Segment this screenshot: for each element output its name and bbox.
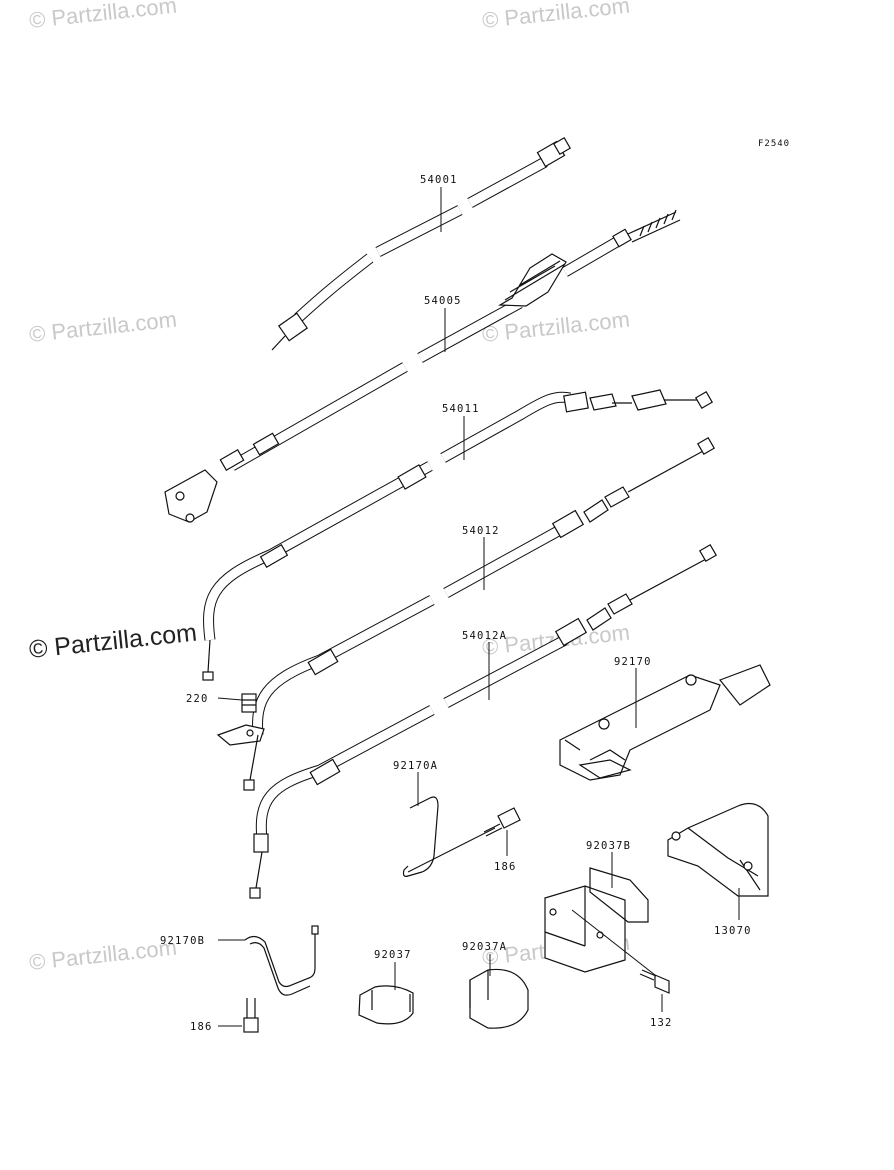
label-92037B[interactable]: 92037B: [586, 840, 631, 852]
watermark-top-right: © Partzilla.com: [481, 0, 631, 33]
speedometer-cable-54001[interactable]: [271, 136, 572, 351]
plate-13070[interactable]: [667, 803, 769, 897]
clamp-92170A[interactable]: [402, 796, 439, 877]
bolt-186-lower[interactable]: [243, 998, 259, 1033]
bracket-92170[interactable]: [559, 664, 771, 781]
watermark-highlight: © Partzilla.com: [28, 619, 198, 664]
bracket-92037B[interactable]: [544, 867, 649, 973]
label-54011[interactable]: 54011: [442, 403, 480, 415]
clutch-cable-54011[interactable]: [202, 389, 714, 681]
label-54012A[interactable]: 54012A: [462, 630, 507, 642]
cushion-92037A[interactable]: [469, 968, 529, 1029]
label-186-upper[interactable]: 186: [494, 861, 517, 873]
label-186-lower[interactable]: 186: [190, 1021, 213, 1033]
label-92037A[interactable]: 92037A: [462, 941, 507, 953]
figure-ref: F2540: [758, 139, 790, 149]
throttle-cable-54012A[interactable]: [249, 543, 718, 899]
watermark-bottom-left: © Partzilla.com: [28, 935, 178, 975]
label-54005[interactable]: 54005: [424, 295, 462, 307]
label-220[interactable]: 220: [186, 693, 209, 705]
label-132[interactable]: 132: [650, 1017, 673, 1029]
clamp-92037[interactable]: [358, 985, 414, 1025]
screw-220[interactable]: [241, 693, 257, 713]
throttle-cable-54012[interactable]: [216, 436, 716, 791]
label-92037[interactable]: 92037: [374, 949, 412, 961]
leader-lines: [217, 187, 740, 1027]
clamp-92170B[interactable]: [244, 925, 319, 996]
label-92170A[interactable]: 92170A: [393, 760, 438, 772]
watermark-mid-left: © Partzilla.com: [28, 307, 178, 347]
label-92170B[interactable]: 92170B: [160, 935, 205, 947]
label-54012[interactable]: 54012: [462, 525, 500, 537]
brake-cable-54005[interactable]: [164, 209, 681, 523]
label-92170[interactable]: 92170: [614, 656, 652, 668]
watermark-top-left: © Partzilla.com: [28, 0, 178, 33]
label-13070[interactable]: 13070: [714, 925, 752, 937]
label-54001[interactable]: 54001: [420, 174, 458, 186]
bolt-132[interactable]: [639, 969, 670, 994]
bolt-186-upper[interactable]: [483, 807, 521, 837]
